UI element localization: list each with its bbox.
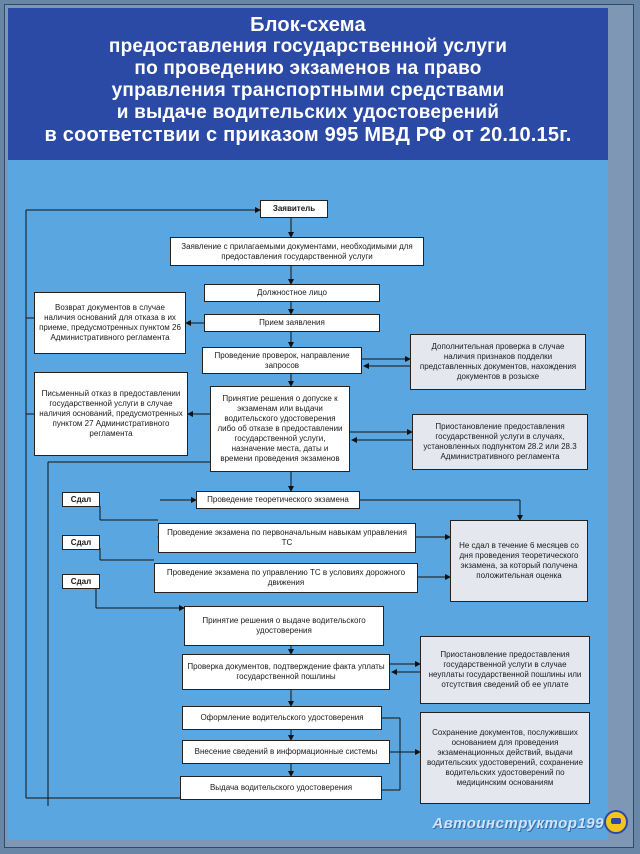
license-prep-label: Оформление водительского удостоверения <box>200 713 364 722</box>
header-line: и выдаче водительских удостоверений <box>116 102 500 123</box>
passed-tag: Сдал <box>62 535 100 550</box>
docs-storage-box: Сохранение документов, послуживших основ… <box>420 712 590 804</box>
suspension-1-label: Приостановление предоставления государст… <box>423 422 577 461</box>
road-exam-box: Проведение экзамена по управлению ТС в у… <box>154 563 418 593</box>
issuance-label: Выдача водительского удостоверения <box>209 783 353 792</box>
docs-storage-label: Сохранение документов, послуживших основ… <box>426 728 584 787</box>
issue-decision-box: Принятие решения о выдаче водительского … <box>184 606 384 646</box>
header-line: в соответствии с приказом 995 МВД РФ от … <box>44 124 572 146</box>
written-refusal-label: Письменный отказ в предоставлении госуда… <box>39 389 183 438</box>
applicant-label: Заявитель <box>272 204 316 213</box>
application-label: Заявление с прилагаемыми документами, не… <box>181 241 413 261</box>
license-prep-box: Оформление водительского удостоверения <box>182 706 382 730</box>
passed-tag-label: Сдал <box>70 538 92 547</box>
header-line: по проведению экзаменов на право <box>134 58 482 79</box>
written-refusal-box: Письменный отказ в предоставлении госуда… <box>34 372 188 456</box>
issuance-box: Выдача водительского удостоверения <box>180 776 382 800</box>
not-passed-box: Не сдал в течение 6 месяцев со дня прове… <box>450 520 588 602</box>
applicant-box: Заявитель <box>260 200 328 218</box>
checks-box: Проведение проверок, направление запросо… <box>202 347 362 374</box>
header-line: управления транспортными средствами <box>111 80 505 101</box>
passed-tag-label: Сдал <box>70 577 92 586</box>
poster-header: Блок-схема предоставления государственно… <box>8 8 608 160</box>
docs-check-box: Проверка документов, подтверждение факта… <box>182 654 390 690</box>
suspension-2-label: Приостановление предоставления государст… <box>428 650 582 689</box>
passed-tag-label: Сдал <box>70 495 92 504</box>
info-system-box: Внесение сведений в информационные систе… <box>182 740 390 764</box>
passed-tag: Сдал <box>62 574 100 589</box>
decision-label: Принятие решения о допуске к экзаменам и… <box>217 394 343 463</box>
return-docs-label: Возврат документов в случае наличия осно… <box>39 303 181 342</box>
road-exam-label: Проведение экзамена по управлению ТС в у… <box>166 568 406 587</box>
suspension-2-box: Приостановление предоставления государст… <box>420 636 590 704</box>
header-line: Блок-схема <box>250 14 366 36</box>
return-docs-box: Возврат документов в случае наличия осно… <box>34 292 186 354</box>
steering-logo-icon <box>604 810 628 834</box>
decision-box: Принятие решения о допуске к экзаменам и… <box>210 386 350 472</box>
reception-label: Прием заявления <box>259 318 325 327</box>
extra-check-box: Дополнительная проверка в случае наличия… <box>410 334 586 390</box>
docs-check-label: Проверка документов, подтверждение факта… <box>187 662 385 681</box>
watermark-text: Автоинструктор199 <box>432 815 604 832</box>
application-box: Заявление с прилагаемыми документами, не… <box>170 237 424 266</box>
basic-skills-exam-box: Проведение экзамена по первоначальным на… <box>158 523 416 553</box>
not-passed-label: Не сдал в течение 6 месяцев со дня прове… <box>459 541 579 580</box>
theory-exam-label: Проведение теоретического экзамена <box>207 495 349 504</box>
official-label: Должностное лицо <box>257 288 327 297</box>
info-system-label: Внесение сведений в информационные систе… <box>194 747 378 756</box>
checks-label: Проведение проверок, направление запросо… <box>214 350 350 370</box>
basic-skills-exam-label: Проведение экзамена по первоначальным на… <box>167 528 407 547</box>
official-box: Должностное лицо <box>204 284 380 302</box>
theory-exam-box: Проведение теоретического экзамена <box>196 491 360 509</box>
header-line: предоставления государственной услуги <box>108 36 508 57</box>
reception-box: Прием заявления <box>204 314 380 332</box>
passed-tag: Сдал <box>62 492 100 507</box>
extra-check-label: Дополнительная проверка в случае наличия… <box>419 342 577 381</box>
suspension-1-box: Приостановление предоставления государст… <box>412 414 588 470</box>
issue-decision-label: Принятие решения о выдаче водительского … <box>202 616 366 635</box>
